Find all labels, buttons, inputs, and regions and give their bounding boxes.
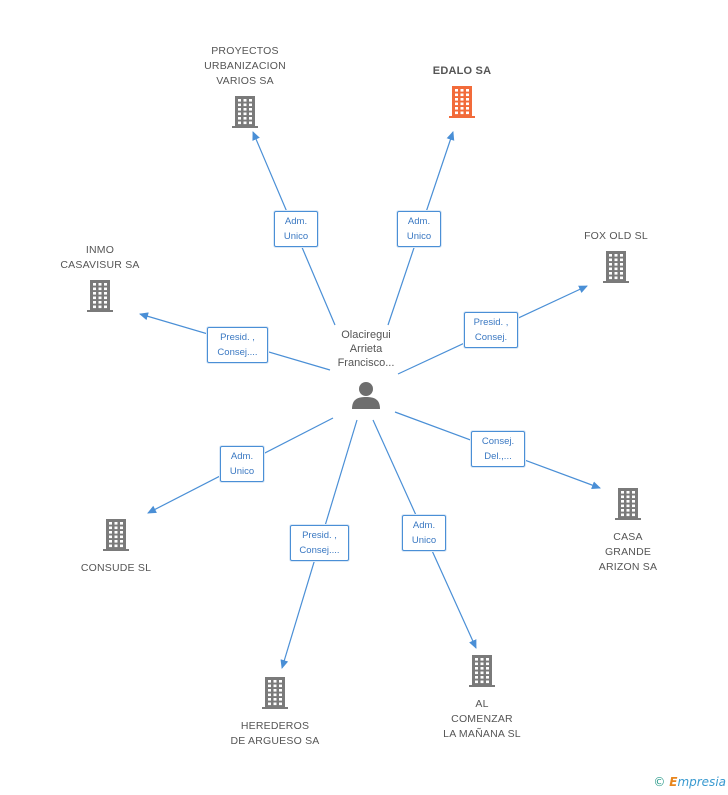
company-proyectos[interactable]: PROYECTOS URBANIZACION VARIOS SA: [190, 44, 300, 134]
company-name-line: COMENZAR: [451, 713, 513, 725]
person-name-line-1: Olaciregui: [341, 329, 391, 341]
company-name-line: CASAVISUR SA: [60, 259, 140, 271]
role-line: Adm.: [230, 451, 254, 462]
role-label-consude[interactable]: Adm. Unico: [220, 446, 264, 482]
role-line: Consej....: [217, 347, 258, 358]
building-icon: [467, 654, 497, 693]
role-label-casagrande[interactable]: Consej. Del.,...: [471, 431, 525, 467]
copyright-icon: ©: [653, 775, 666, 789]
role-label-inmo[interactable]: Presid. , Consej....: [207, 327, 268, 363]
company-name-line: DE ARGUESO SA: [230, 735, 320, 747]
role-line: Unico: [283, 231, 309, 242]
footer-brand: © Empresia: [653, 775, 726, 789]
building-icon: [613, 487, 643, 526]
role-line: Adm.: [284, 216, 308, 227]
building-icon: [601, 250, 631, 289]
brand-logo-initial: E: [669, 775, 678, 789]
company-name-line: VARIOS SA: [216, 75, 274, 87]
person-name-line-2: Arrieta: [349, 343, 383, 355]
company-name-line: EDALO SA: [432, 65, 492, 77]
role-line: Unico: [406, 231, 432, 242]
role-line: Consej.: [481, 436, 515, 447]
company-foxold[interactable]: FOX OLD SL: [566, 229, 666, 289]
company-name-line: LA MAÑANA SL: [443, 728, 521, 740]
person-icon: [352, 382, 380, 409]
company-alcomenzar[interactable]: AL COMENZAR LA MAÑANA SL: [427, 654, 537, 742]
person-node[interactable]: Olaciregui Arrieta Francisco...: [318, 328, 414, 414]
company-consude[interactable]: CONSUDE SL: [66, 518, 166, 576]
role-label-foxold[interactable]: Presid. , Consej.: [464, 312, 518, 348]
role-line: Adm.: [412, 520, 436, 531]
building-icon: [230, 95, 260, 134]
role-line: Del.,...: [484, 451, 512, 462]
company-name-line: HEREDEROS: [240, 720, 310, 732]
company-casagrande[interactable]: CASA GRANDE ARIZON SA: [578, 487, 678, 575]
role-line: Unico: [229, 466, 255, 477]
building-icon: [260, 676, 290, 715]
role-line: Presid. ,: [220, 332, 255, 343]
company-herederos[interactable]: HEREDEROS DE ARGUESO SA: [220, 676, 330, 749]
company-name-line: AL: [475, 698, 489, 710]
brand-logo-text: mpresia: [677, 775, 726, 789]
company-inmo[interactable]: INMO CASAVISUR SA: [50, 243, 150, 318]
role-line: Unico: [411, 535, 437, 546]
company-name-line: FOX OLD SL: [584, 230, 648, 242]
role-line: Presid. ,: [302, 530, 337, 541]
role-label-herederos[interactable]: Presid. , Consej....: [290, 525, 349, 561]
role-label-proyectos[interactable]: Adm. Unico: [274, 211, 318, 247]
company-name-line: PROYECTOS: [211, 45, 279, 57]
person-name-line-3: Francisco...: [337, 357, 395, 369]
company-name-line: URBANIZACION: [204, 60, 286, 72]
role-line: Consej....: [299, 545, 340, 556]
role-line: Presid. ,: [473, 317, 509, 328]
company-name-line: CASA: [613, 531, 643, 543]
company-name-line: INMO: [85, 244, 115, 256]
company-name-line: CONSUDE SL: [80, 562, 152, 574]
building-icon: [101, 518, 131, 557]
company-edalo[interactable]: EDALO SA: [412, 64, 512, 124]
building-icon: [85, 279, 115, 318]
role-label-edalo[interactable]: Adm. Unico: [397, 211, 441, 247]
role-line: Consej.: [474, 332, 508, 343]
role-label-alcomenzar[interactable]: Adm. Unico: [402, 515, 446, 551]
role-line: Adm.: [407, 216, 431, 227]
company-name-line: GRANDE: [604, 546, 652, 558]
company-name-line: ARIZON SA: [598, 561, 658, 573]
building-icon: [447, 85, 477, 124]
